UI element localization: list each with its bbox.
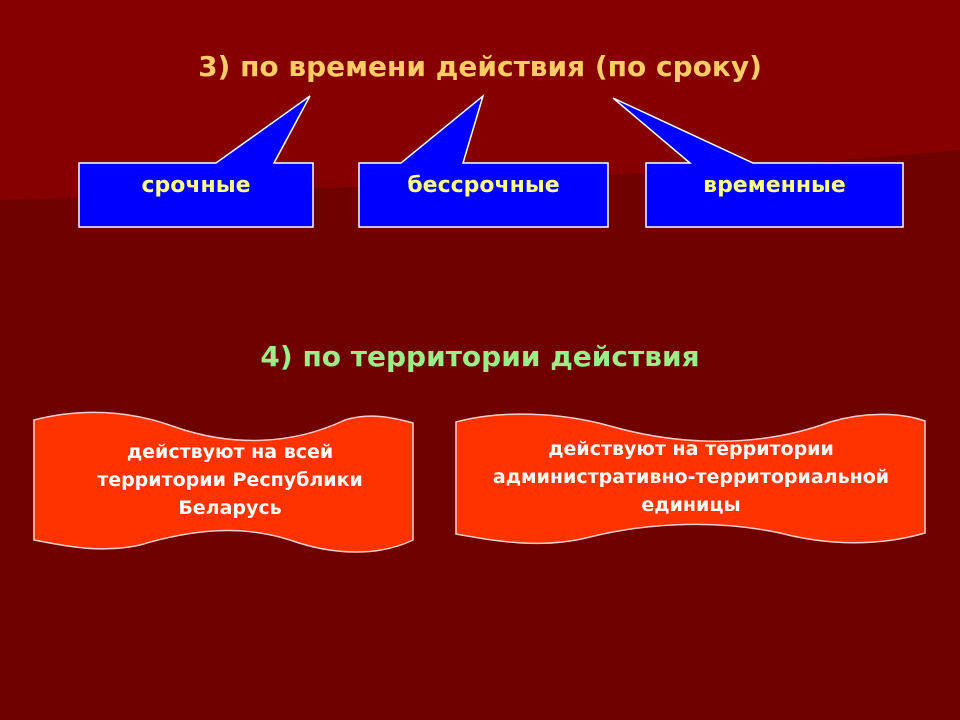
banner-label: действуют на всей территории Республики … (97, 441, 363, 519)
callout-vremennye: временные (646, 163, 903, 227)
callout-label: временные (703, 173, 846, 198)
banner-shape-right (455, 413, 926, 545)
banner-shape-left (33, 411, 414, 553)
callout-shape-srochnye (78, 95, 314, 228)
banner-whole-country: действуют на всей территории Республики … (80, 430, 380, 530)
callout-label: срочные (141, 173, 251, 198)
callout-label: бессрочные (407, 173, 560, 198)
banner-label: действуют на территории административно-… (492, 438, 890, 516)
section4-title: 4) по территории действия (260, 340, 700, 373)
callout-srochnye: срочные (79, 163, 313, 227)
callout-shape-vremennye (612, 97, 904, 228)
banner-admin-unit: действуют на территории административно-… (460, 428, 922, 526)
section3-title: 3) по времени действия (по сроку) (198, 50, 762, 83)
callout-bessrochnye: бессрочные (359, 163, 608, 227)
callout-shape-bessrochnye (358, 93, 609, 228)
